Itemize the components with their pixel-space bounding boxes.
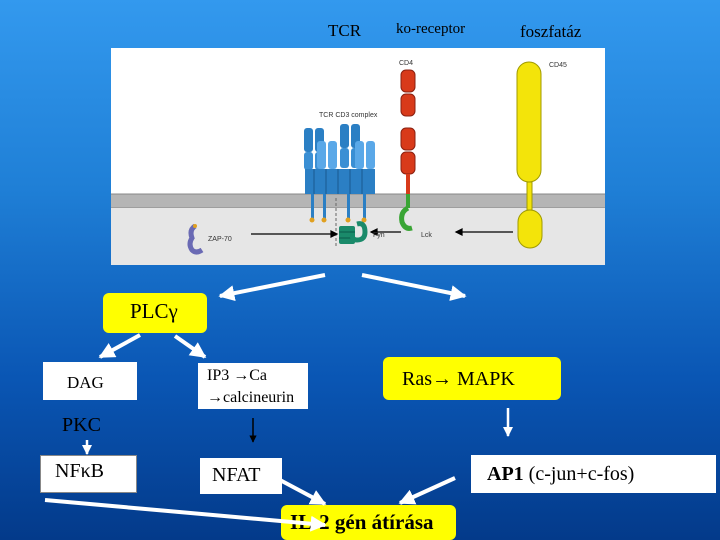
- tcr-complex-panel-label: TCR CD3 complex: [319, 112, 378, 119]
- arrow-to-ras: [361, 273, 467, 301]
- cell-membrane: [111, 194, 605, 208]
- ip3-box: [198, 363, 308, 409]
- ras-mapk-label: Ras→ MAPK: [402, 368, 515, 390]
- pkc-label: PKC: [62, 414, 101, 436]
- arrow-to-plc: [218, 273, 326, 302]
- nfat-box: [200, 458, 282, 494]
- arrow-nfkb-il2: [44, 498, 327, 532]
- arrow-nfat-il2: [279, 478, 327, 506]
- ap1-bold: AP1: [487, 463, 524, 485]
- ap1-label: AP1 (c-jun+c-fos): [487, 463, 634, 486]
- nfkb-box: [40, 455, 137, 493]
- ip3-label: IP3 →Ca: [207, 367, 267, 384]
- plc-gamma-box: [103, 293, 207, 333]
- coreceptor-label: ko-receptor: [396, 21, 466, 37]
- panel-arrows: [251, 228, 513, 238]
- phosphatase-label: foszfatáz: [520, 22, 582, 41]
- ap1-box: [471, 455, 716, 493]
- nfkb-label: NFκB: [55, 460, 104, 482]
- fyn-kinase: [339, 221, 368, 244]
- arrow-ap1-il2: [398, 476, 456, 505]
- fyn-panel-label: Fyn: [373, 232, 385, 239]
- lck-panel-label: Lck: [421, 232, 432, 239]
- tcr-cd3-complex: [304, 124, 375, 248]
- dag-label: DAG: [67, 373, 104, 392]
- ap1-detail: (c-jun+c-fos): [523, 463, 635, 485]
- plc-gamma-label: PLCγ: [130, 299, 178, 323]
- cd45-phosphatase: [516, 61, 543, 249]
- zap70-kinase: [187, 223, 204, 255]
- cd4-coreceptor: [399, 69, 416, 231]
- receptor-figure: CD4 CD45 TCR CD3 complex ZAP-70 Fyn Lck: [111, 48, 605, 265]
- arrow-plc-dag: [98, 333, 141, 359]
- cd4-panel-label: CD4: [399, 60, 414, 67]
- ras-mapk-box: [383, 357, 561, 400]
- tcr-label: TCR: [328, 21, 362, 40]
- receptor-illustration: [111, 61, 605, 265]
- nfat-label: NFAT: [212, 464, 261, 486]
- arrow-plc-ip3: [173, 334, 207, 359]
- calcineurin-label: →calcineurin: [207, 389, 295, 406]
- cd45-panel-label: CD45: [549, 62, 567, 69]
- dag-box: [43, 362, 137, 400]
- zap70-panel-label: ZAP-70: [208, 236, 232, 243]
